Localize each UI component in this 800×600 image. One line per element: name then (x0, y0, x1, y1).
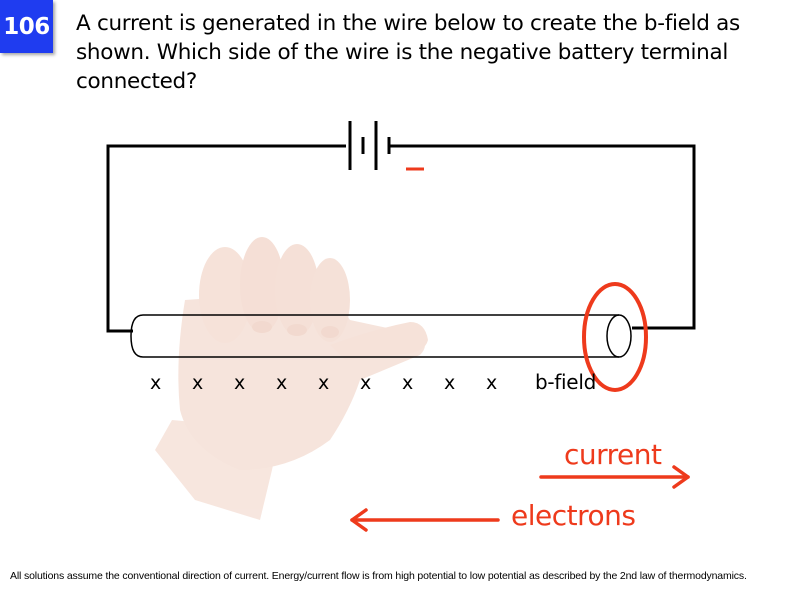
field-into-page-marker: x (150, 372, 162, 394)
wire-cylinder (130, 314, 632, 358)
current-label: current (564, 438, 662, 471)
footnote: All solutions assume the conventional di… (10, 570, 747, 582)
field-into-page-marker: x (486, 372, 498, 394)
field-into-page-marker: x (402, 372, 414, 394)
field-into-page-marker: x (444, 372, 456, 394)
field-into-page-marker: x (276, 372, 288, 394)
field-into-page-marker: x (192, 372, 204, 394)
electrons-label: electrons (511, 499, 636, 532)
hand-image (155, 237, 428, 520)
circuit-wires (106, 144, 696, 333)
field-into-page-marker: x (360, 372, 372, 394)
question-number-badge: 106 (0, 0, 53, 53)
current-arrow-icon (539, 465, 690, 489)
question-text: A current is generated in the wire below… (76, 11, 740, 94)
field-into-page-marker: x (318, 372, 330, 394)
highlight-circle (582, 282, 648, 392)
b-field-label: b-field (535, 370, 596, 394)
electrons-arrow-icon (350, 508, 500, 532)
battery-icon (348, 121, 391, 170)
field-into-page-marker: x (234, 372, 246, 394)
